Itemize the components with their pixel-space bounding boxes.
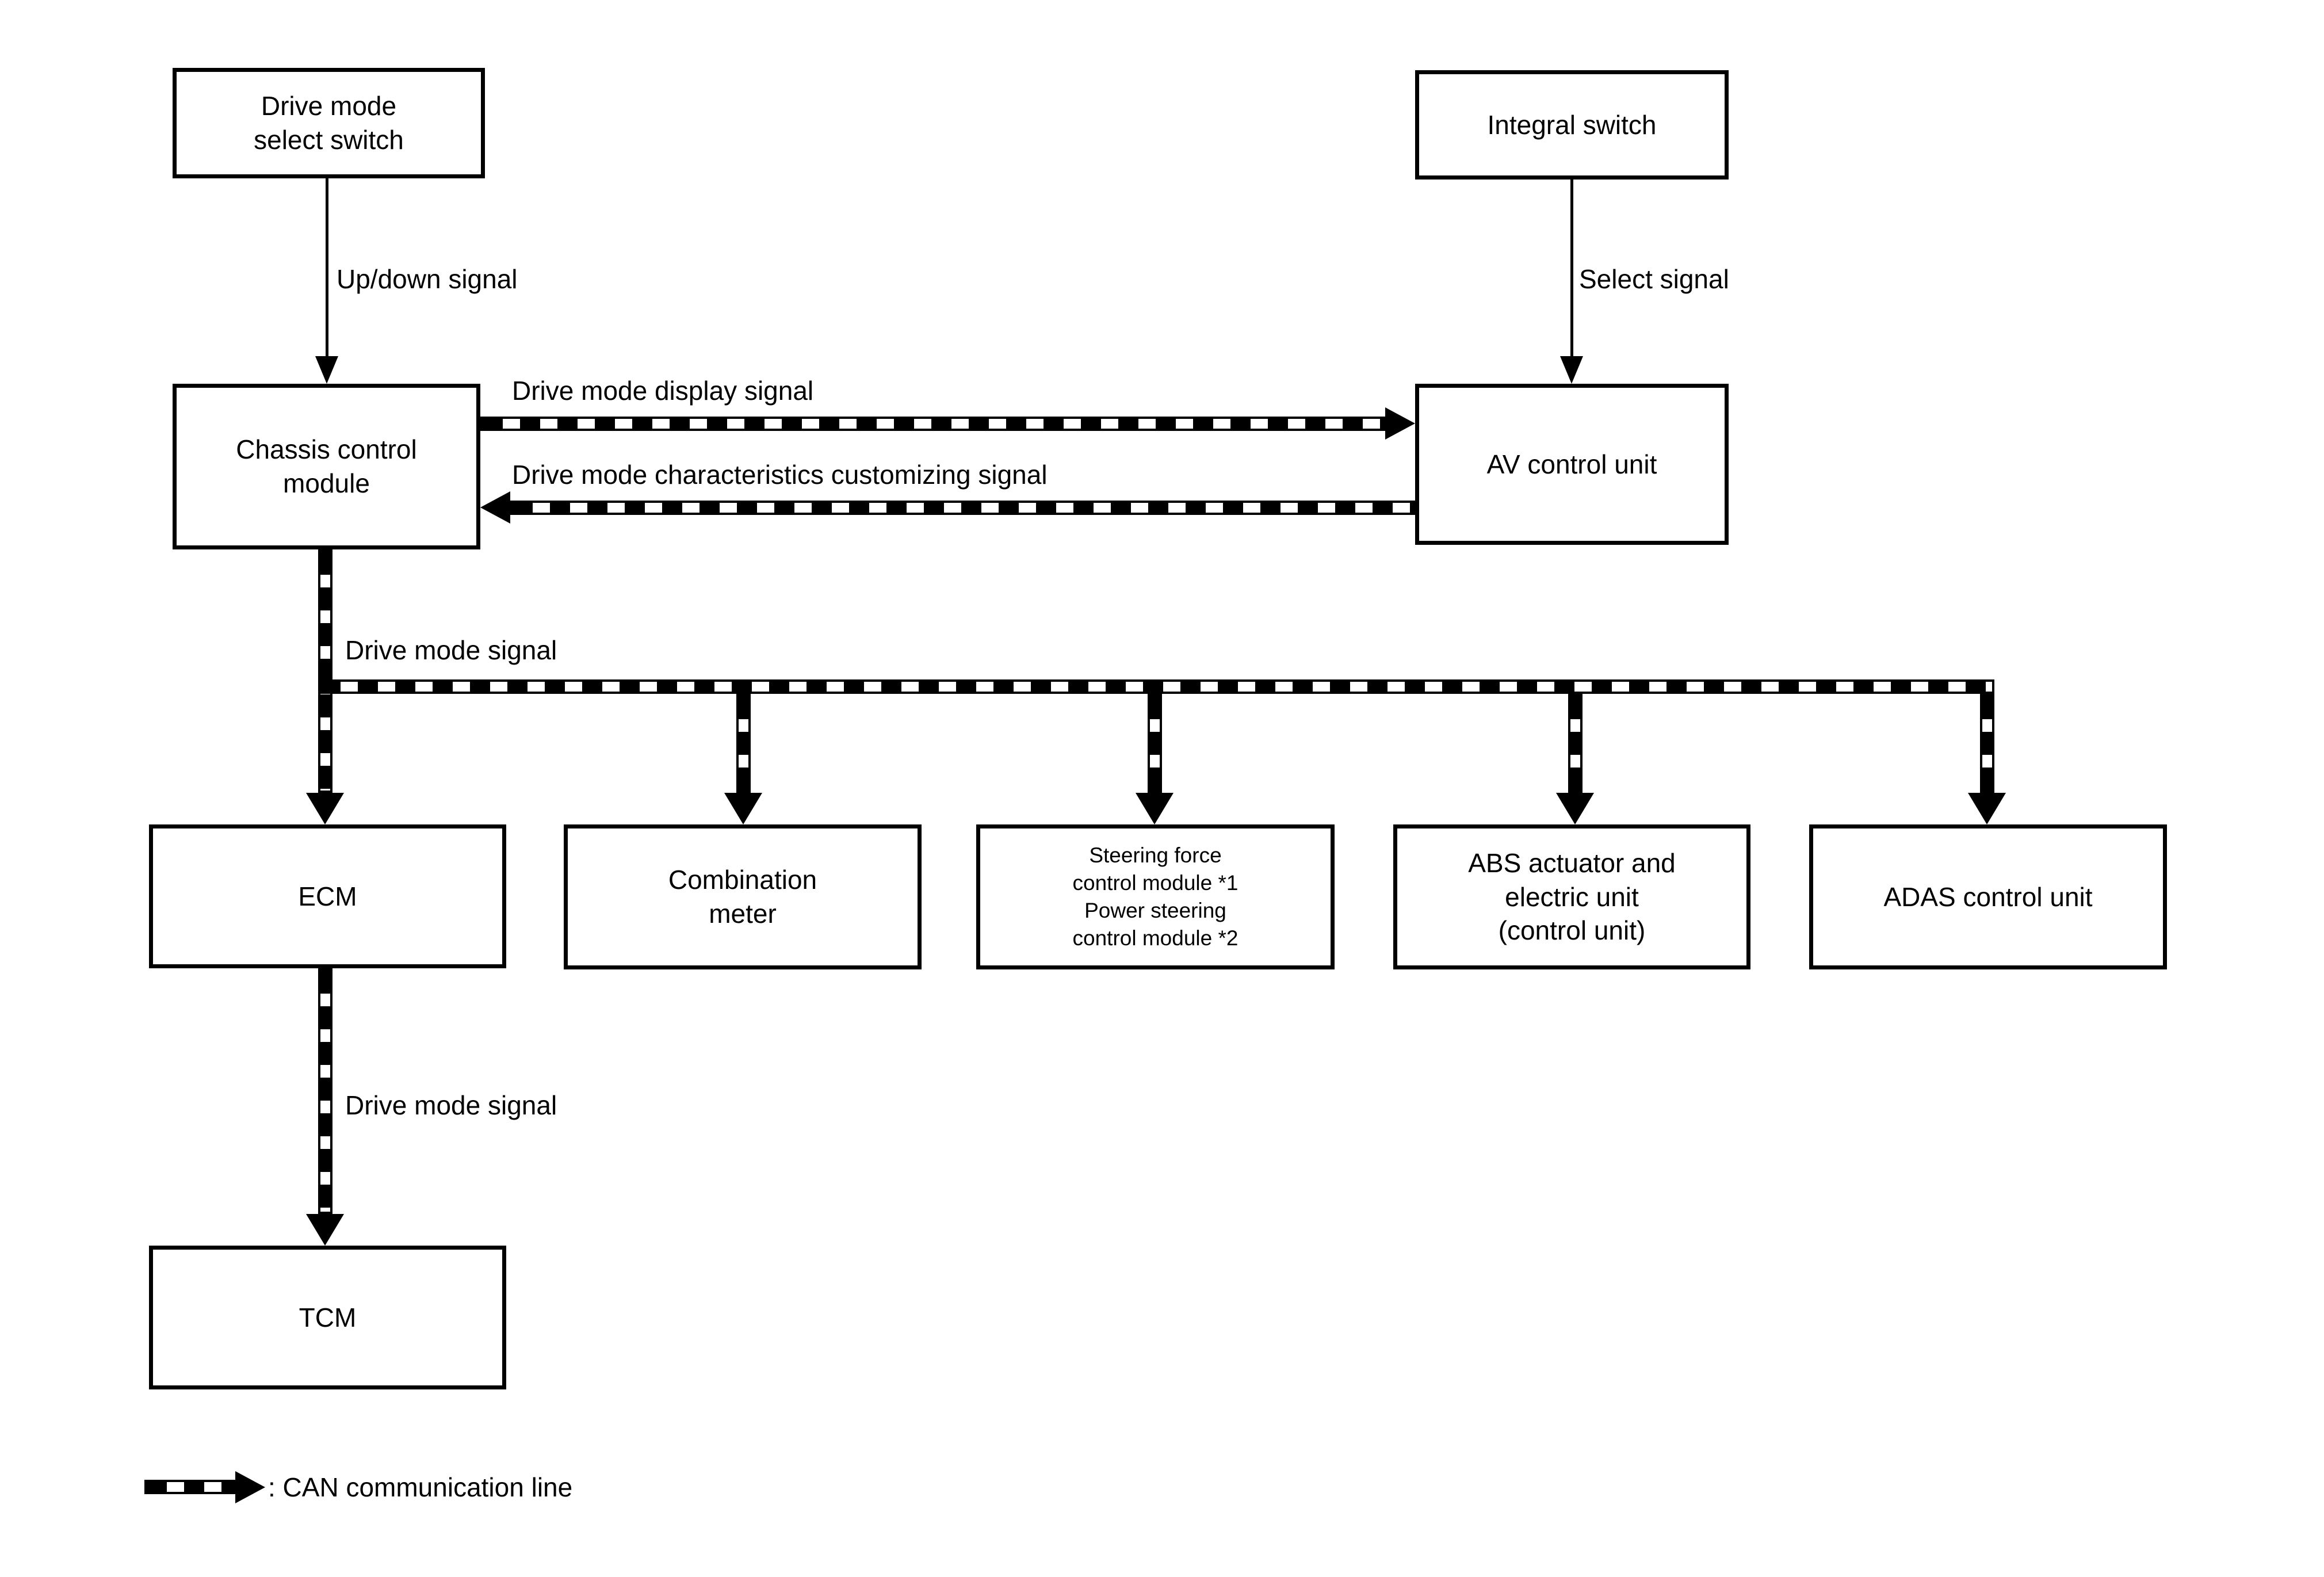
box-av-control-unit: AV control unit: [1415, 384, 1729, 545]
box-tcm: TCM: [149, 1246, 506, 1389]
arrowhead-select-signal: [1560, 356, 1583, 384]
box-ecm: ECM: [149, 824, 506, 968]
can-line-customizing-signal: [510, 501, 1415, 515]
label-drive-mode-signal-1: Drive mode signal: [345, 635, 557, 665]
box-drive-mode-select-switch: Drive mode select switch: [173, 68, 485, 178]
label-drive-mode-signal-2: Drive mode signal: [345, 1090, 557, 1120]
arrowhead-up-down-signal: [315, 356, 338, 384]
can-line-display-signal: [480, 417, 1386, 431]
arrowhead-tcm: [306, 1214, 344, 1246]
label-customizing-signal: Drive mode characteristics customizing s…: [512, 460, 1048, 490]
arrowhead-combination-meter: [724, 793, 762, 824]
can-branch-steering: [1148, 694, 1162, 793]
arrowhead-adas: [1968, 793, 2006, 824]
arrowhead-steering: [1136, 793, 1174, 824]
arrowhead-ecm: [306, 793, 344, 824]
arrowhead-display-signal: [1385, 407, 1415, 440]
label-display-signal: Drive mode display signal: [512, 376, 814, 406]
arrowhead-abs: [1556, 793, 1594, 824]
can-trunk-line: [318, 679, 1994, 694]
can-branch-adas: [1980, 694, 1994, 793]
box-adas-control-unit: ADAS control unit: [1809, 824, 2167, 969]
box-integral-switch: Integral switch: [1415, 70, 1729, 180]
label-select-signal: Select signal: [1579, 264, 1729, 294]
legend-can-line-label: : CAN communication line: [268, 1472, 573, 1502]
can-branch-combination-meter: [736, 694, 751, 793]
can-line-chassis-down: [318, 549, 332, 793]
legend-can-arrowhead: [235, 1471, 265, 1503]
can-branch-abs: [1568, 694, 1583, 793]
box-combination-meter: Combination meter: [564, 824, 922, 969]
line-up-down-signal: [326, 178, 328, 360]
label-up-down-signal: Up/down signal: [337, 264, 518, 294]
can-line-ecm-tcm: [318, 968, 332, 1214]
box-chassis-control-module: Chassis control module: [173, 384, 480, 549]
arrowhead-customizing-signal: [480, 491, 510, 524]
legend-can-line-sample: [144, 1480, 236, 1494]
box-steering-control-modules: Steering force control module *1 Power s…: [976, 824, 1335, 969]
line-select-signal: [1570, 180, 1573, 360]
box-abs-actuator: ABS actuator and electric unit (control …: [1393, 824, 1750, 969]
